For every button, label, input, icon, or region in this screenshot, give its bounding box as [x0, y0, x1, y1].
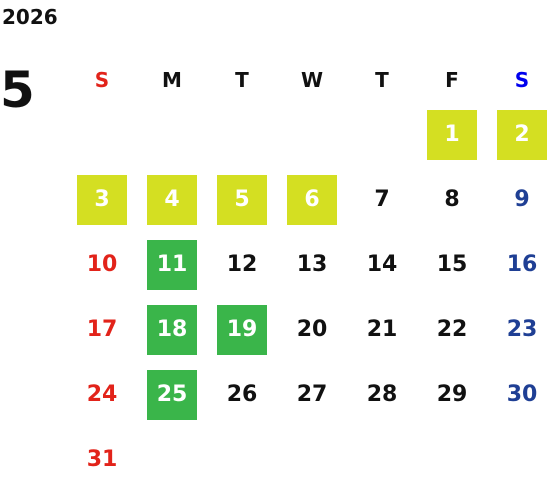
day-cell[interactable]: 1 [417, 102, 487, 167]
day-cell[interactable]: 25 [137, 362, 207, 427]
weekday-header-fri: F [417, 58, 487, 102]
weekday-header-mon: M [137, 58, 207, 102]
day-number: 4 [164, 186, 180, 212]
week-row: 3 4 5 6 7 8 9 [67, 167, 548, 232]
day-cell[interactable]: 31 [67, 427, 137, 492]
day-number: 24 [86, 381, 118, 407]
day-cell[interactable]: 13 [277, 232, 347, 297]
week-row: 31 [67, 427, 548, 492]
day-number: 21 [366, 316, 398, 342]
day-cell[interactable]: 8 [417, 167, 487, 232]
day-number: 31 [86, 446, 118, 472]
day-number: 12 [226, 251, 258, 277]
day-cell [67, 102, 137, 167]
day-cell[interactable]: 2 [487, 102, 548, 167]
day-cell [207, 427, 277, 492]
weekday-header-sat: S [487, 58, 548, 102]
day-cell[interactable]: 10 [67, 232, 137, 297]
weekday-header-thu: T [347, 58, 417, 102]
day-cell[interactable]: 28 [347, 362, 417, 427]
weekday-header-sun: S [67, 58, 137, 102]
day-cell[interactable]: 16 [487, 232, 548, 297]
day-cell [347, 102, 417, 167]
day-cell[interactable]: 26 [207, 362, 277, 427]
day-cell[interactable]: 20 [277, 297, 347, 362]
weekday-label: T [375, 68, 389, 92]
day-number: 14 [366, 251, 398, 277]
day-number: 5 [234, 186, 250, 212]
week-row: 10 11 12 13 14 15 16 [67, 232, 548, 297]
year-label: 2026 [2, 5, 58, 29]
weekday-header-wed: W [277, 58, 347, 102]
day-number: 9 [514, 186, 530, 212]
calendar-grid: S M T W T F S 1 2 3 4 5 6 7 8 9 10 [67, 58, 548, 492]
day-cell[interactable]: 21 [347, 297, 417, 362]
day-number: 3 [94, 186, 110, 212]
day-number: 1 [444, 121, 460, 147]
day-cell [347, 427, 417, 492]
day-cell[interactable]: 15 [417, 232, 487, 297]
day-cell [207, 102, 277, 167]
day-number: 16 [506, 251, 538, 277]
day-cell[interactable]: 24 [67, 362, 137, 427]
day-number: 13 [296, 251, 328, 277]
day-cell[interactable]: 6 [277, 167, 347, 232]
day-cell[interactable]: 11 [137, 232, 207, 297]
weekday-label: M [162, 68, 182, 92]
day-cell[interactable]: 7 [347, 167, 417, 232]
day-cell [137, 102, 207, 167]
weekday-label: F [445, 68, 459, 92]
day-cell[interactable]: 18 [137, 297, 207, 362]
day-cell[interactable]: 30 [487, 362, 548, 427]
day-cell[interactable]: 27 [277, 362, 347, 427]
day-cell[interactable]: 29 [417, 362, 487, 427]
day-number: 28 [366, 381, 398, 407]
weekday-label: T [235, 68, 249, 92]
day-number: 15 [436, 251, 468, 277]
day-cell[interactable]: 23 [487, 297, 548, 362]
day-number: 25 [156, 381, 188, 407]
day-number: 17 [86, 316, 118, 342]
day-cell[interactable]: 17 [67, 297, 137, 362]
day-number: 2 [514, 121, 530, 147]
day-cell[interactable]: 3 [67, 167, 137, 232]
week-row: 1 2 [67, 102, 548, 167]
day-cell[interactable]: 9 [487, 167, 548, 232]
day-number: 23 [506, 316, 538, 342]
day-cell[interactable]: 19 [207, 297, 277, 362]
day-number: 11 [156, 251, 188, 277]
weekday-label: W [300, 68, 324, 92]
day-cell[interactable]: 22 [417, 297, 487, 362]
day-number: 30 [506, 381, 538, 407]
day-number: 10 [86, 251, 118, 277]
weekday-label: S [514, 68, 530, 92]
day-number: 6 [304, 186, 320, 212]
day-cell[interactable]: 5 [207, 167, 277, 232]
day-number: 19 [226, 316, 258, 342]
day-number: 7 [374, 186, 390, 212]
day-number: 22 [436, 316, 468, 342]
day-cell [277, 102, 347, 167]
day-number: 26 [226, 381, 258, 407]
day-number: 29 [436, 381, 468, 407]
day-cell [487, 427, 548, 492]
week-row: 24 25 26 27 28 29 30 [67, 362, 548, 427]
month-label: 5 [0, 61, 35, 119]
day-number: 18 [156, 316, 188, 342]
week-row: 17 18 19 20 21 22 23 [67, 297, 548, 362]
weekday-header-row: S M T W T F S [67, 58, 548, 102]
day-cell[interactable]: 4 [137, 167, 207, 232]
day-cell[interactable]: 14 [347, 232, 417, 297]
day-cell[interactable]: 12 [207, 232, 277, 297]
day-cell [137, 427, 207, 492]
day-number: 8 [444, 186, 460, 212]
day-number: 20 [296, 316, 328, 342]
weekday-header-tue: T [207, 58, 277, 102]
day-number: 27 [296, 381, 328, 407]
weekday-label: S [94, 68, 110, 92]
day-cell [417, 427, 487, 492]
day-cell [277, 427, 347, 492]
